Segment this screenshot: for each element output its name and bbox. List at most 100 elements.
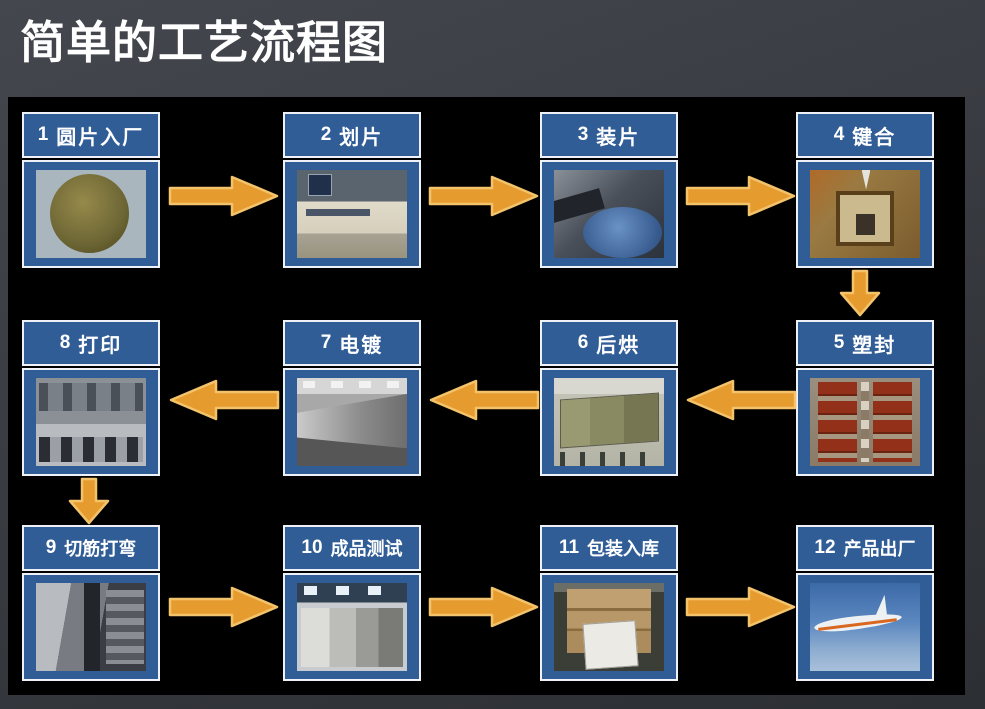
trim-form-machine-photo <box>36 583 146 671</box>
step-number: 8 <box>59 332 71 353</box>
arrow-1-to-2 <box>168 175 279 217</box>
step-photo-frame <box>283 160 421 268</box>
die-attach-machine-photo <box>554 170 664 258</box>
arrow-10-to-11 <box>428 586 539 628</box>
step-number: 3 <box>577 124 589 145</box>
page-title: 简单的工艺流程图 <box>20 17 389 68</box>
step-header: 9 切筋打弯 <box>22 525 160 571</box>
step-header: 4 键合 <box>796 112 934 158</box>
step-card-6: 6 后烘 <box>540 320 678 476</box>
photo-detail <box>582 206 662 258</box>
step-label: 装片 <box>596 126 641 149</box>
photo-detail <box>861 170 871 190</box>
step-card-7: 7 电镀 <box>283 320 421 476</box>
step-card-1: 1 圆片入厂 <box>22 112 160 268</box>
step-label: 成品测试 <box>330 539 403 559</box>
plating-line-photo <box>297 378 407 466</box>
photo-detail <box>301 607 403 668</box>
step-header: 5 塑封 <box>796 320 934 366</box>
dicing-machine-photo <box>297 170 407 258</box>
step-label: 电镀 <box>339 334 384 357</box>
step-label: 打印 <box>78 334 123 357</box>
photo-detail <box>84 583 100 671</box>
step-photo-frame <box>796 160 934 268</box>
arrow-4-to-5 <box>839 269 881 317</box>
step-label: 键合 <box>852 126 897 149</box>
step-photo-frame <box>22 368 160 476</box>
packing-boxes-photo <box>554 583 664 671</box>
marking-machine-photo <box>36 378 146 466</box>
photo-detail <box>303 585 399 596</box>
photo-detail <box>582 619 638 670</box>
step-photo-frame <box>796 368 934 476</box>
step-photo-frame <box>540 160 678 268</box>
step-photo-frame <box>283 573 421 681</box>
step-label: 圆片入厂 <box>56 126 145 149</box>
photo-detail <box>860 382 870 462</box>
step-header: 12 产品出厂 <box>796 525 934 571</box>
photo-detail <box>106 590 144 664</box>
wafer-photo <box>36 170 146 258</box>
step-photo-frame <box>540 368 678 476</box>
step-label: 划片 <box>339 126 384 149</box>
photo-detail <box>559 451 659 466</box>
step-number: 11 <box>558 537 580 558</box>
photo-detail <box>305 208 370 216</box>
step-photo-frame <box>540 573 678 681</box>
step-label: 切筋打弯 <box>64 539 137 559</box>
step-header: 10 成品测试 <box>283 525 421 571</box>
step-label: 包装入库 <box>587 539 660 559</box>
step-number: 5 <box>833 332 845 353</box>
photo-detail <box>559 392 659 449</box>
step-number: 9 <box>45 537 57 558</box>
arrow-9-to-10 <box>168 586 279 628</box>
photo-detail <box>39 383 143 412</box>
step-number: 1 <box>37 124 49 145</box>
step-header: 11 包装入库 <box>540 525 678 571</box>
wire-bonding-photo <box>810 170 920 258</box>
step-number: 6 <box>577 332 589 353</box>
step-card-3: 3 装片 <box>540 112 678 268</box>
step-card-8: 8 打印 <box>22 320 160 476</box>
step-card-10: 10 成品测试 <box>283 525 421 681</box>
flowchart-panel: 1 圆片入厂 2 划片 <box>8 97 965 695</box>
step-header: 8 打印 <box>22 320 160 366</box>
molding-frame-photo <box>810 378 920 466</box>
photo-detail <box>39 436 143 462</box>
photo-detail <box>308 174 332 196</box>
cargo-airplane-photo <box>810 583 920 671</box>
photo-detail <box>836 191 894 246</box>
step-header: 2 划片 <box>283 112 421 158</box>
arrow-2-to-3 <box>428 175 539 217</box>
arrow-8-to-9 <box>68 477 110 525</box>
step-label: 产品出厂 <box>843 539 916 559</box>
photo-detail <box>817 382 858 462</box>
arrow-11-to-12 <box>685 586 796 628</box>
step-header: 1 圆片入厂 <box>22 112 160 158</box>
step-header: 3 装片 <box>540 112 678 158</box>
step-photo-frame <box>22 160 160 268</box>
arrow-3-to-4 <box>685 175 796 217</box>
step-card-9: 9 切筋打弯 <box>22 525 160 681</box>
step-photo-frame <box>22 573 160 681</box>
step-card-11: 11 包装入库 <box>540 525 678 681</box>
step-header: 7 电镀 <box>283 320 421 366</box>
photo-detail <box>872 382 913 462</box>
step-number: 10 <box>301 537 323 558</box>
step-number: 7 <box>320 332 332 353</box>
arrow-5-to-6 <box>686 379 797 421</box>
photo-detail <box>856 214 875 236</box>
photo-detail <box>302 380 402 388</box>
step-photo-frame <box>283 368 421 476</box>
photo-detail <box>297 393 407 449</box>
step-header: 6 后烘 <box>540 320 678 366</box>
step-photo-frame <box>796 573 934 681</box>
step-card-5: 5 塑封 <box>796 320 934 476</box>
step-card-4: 4 键合 <box>796 112 934 268</box>
step-card-12: 12 产品出厂 <box>796 525 934 681</box>
step-number: 4 <box>833 124 845 145</box>
step-label: 塑封 <box>852 334 897 357</box>
final-test-floor-photo <box>297 583 407 671</box>
arrow-7-to-8 <box>169 379 280 421</box>
